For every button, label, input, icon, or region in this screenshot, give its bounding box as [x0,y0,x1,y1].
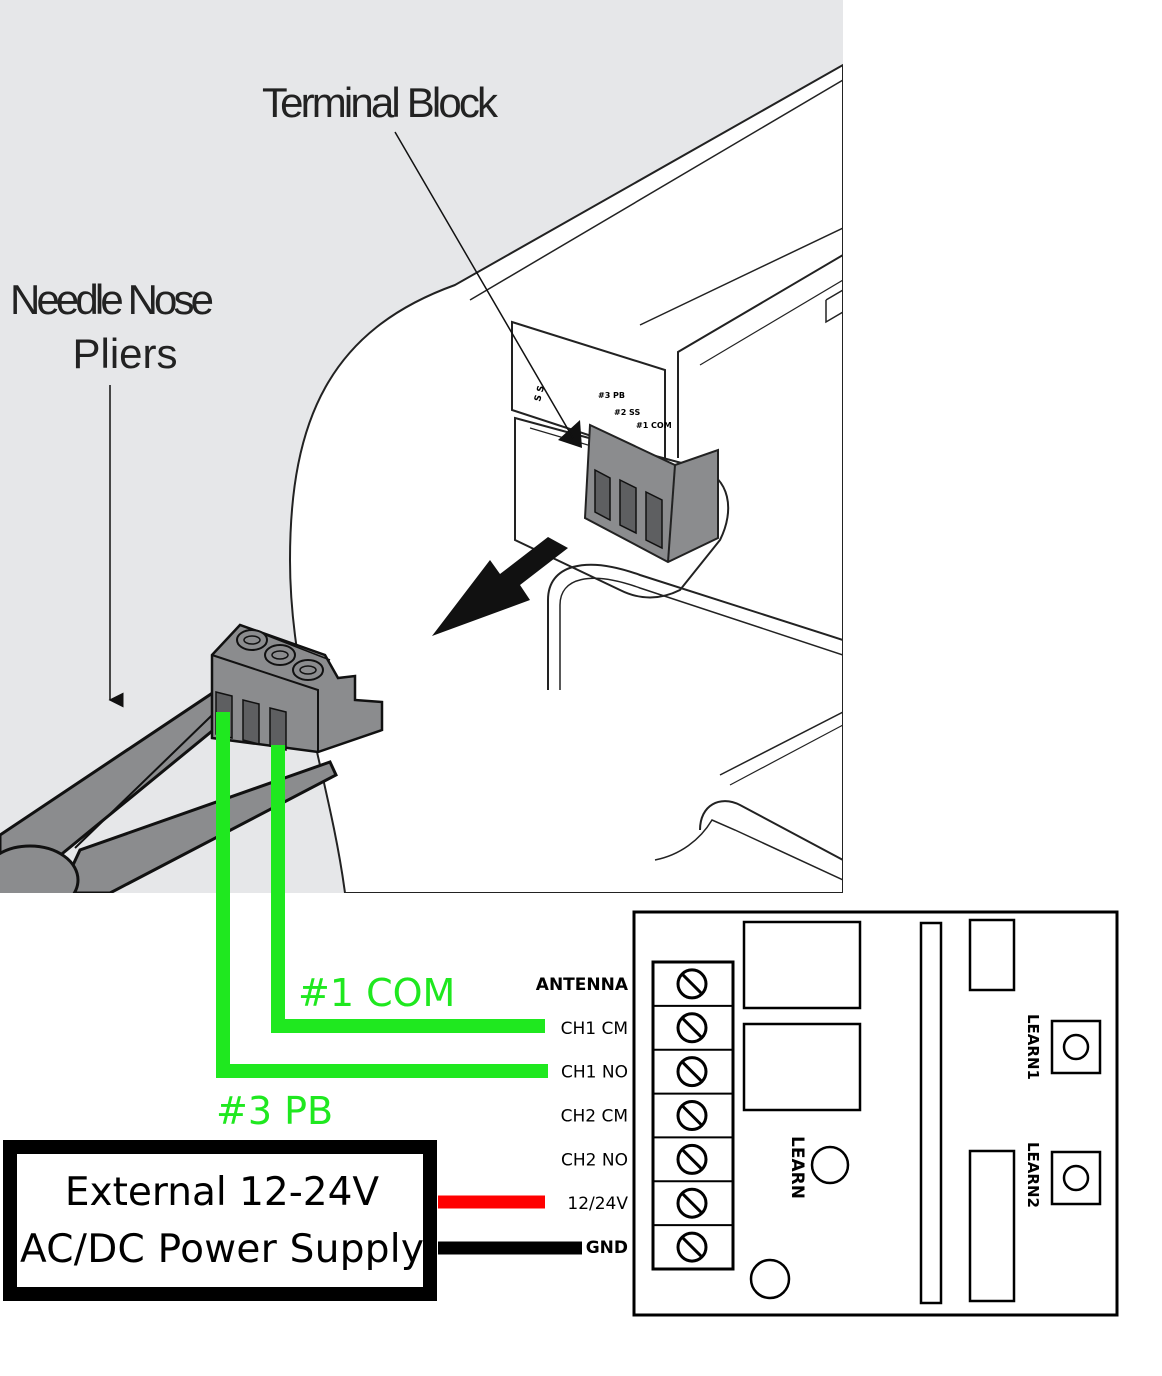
receiver-board [632,910,1119,1317]
board-hole [749,1258,791,1300]
operator-illustration: S S #3 PB #2 SS #1 COM [0,0,843,893]
learn1-label: LEARN1 [1024,1014,1042,1080]
terminal-label-ch2-cm: CH2 CM [561,1107,628,1127]
component-top [968,918,1016,992]
terminal-block-callout: Terminal Block [262,79,499,126]
learn2-button-knob [1062,1164,1090,1192]
learn2-label: LEARN2 [1024,1142,1042,1208]
power-supply-box [3,1140,437,1301]
screw-slot [680,1016,704,1039]
label-pb: #3 PB [598,391,625,400]
screw-slot [680,1236,704,1259]
pliers-callout-line2: Pliers [72,330,177,377]
wire-label-pb: #3 PB [216,1089,333,1133]
terminal-label-antenna: ANTENNA [536,975,629,995]
remove-arrow [432,537,568,636]
relay-1 [742,920,862,1010]
terminal-labels: ANTENNA CH1 CM CH1 NO CH2 CM CH2 NO 12/24V GND [536,975,629,1258]
wire-label-com: #1 COM [298,971,455,1015]
screw-slot [680,1060,704,1083]
label-ss: S S [533,385,547,403]
learn-label: LEARN [787,1136,807,1199]
power-supply-line2: AC/DC Power Supply [20,1227,424,1272]
screw-slot [680,1104,704,1127]
mounted-terminal-block [583,423,719,564]
terminal-label-ch2-no: CH2 NO [561,1150,628,1170]
label-ss2: #2 SS [614,408,640,417]
screw-slot [680,1192,704,1215]
screw-slot [680,1148,704,1171]
component-bottom [968,1149,1016,1303]
learn-led [810,1145,850,1185]
screw-slot [680,972,704,995]
learn1-button-knob [1062,1033,1090,1061]
label-com: #1 COM [636,421,672,430]
terminal-label-ch1-cm: CH1 CM [561,1019,628,1039]
terminal-label-gnd: GND [586,1238,628,1258]
green-wires [216,712,548,1078]
pliers-callout-line1: Needle Nose [10,276,214,323]
relay-2 [742,1022,862,1112]
terminal-block-leader [394,131,574,439]
terminal-label-ch1-no: CH1 NO [561,1063,628,1083]
power-supply-line1: External 12-24V [65,1170,380,1215]
terminal-label-12-24v: 12/24V [567,1194,628,1214]
needle-nose-pliers [0,673,338,893]
board-slot [919,921,943,1305]
terminal-screws [653,968,733,1263]
